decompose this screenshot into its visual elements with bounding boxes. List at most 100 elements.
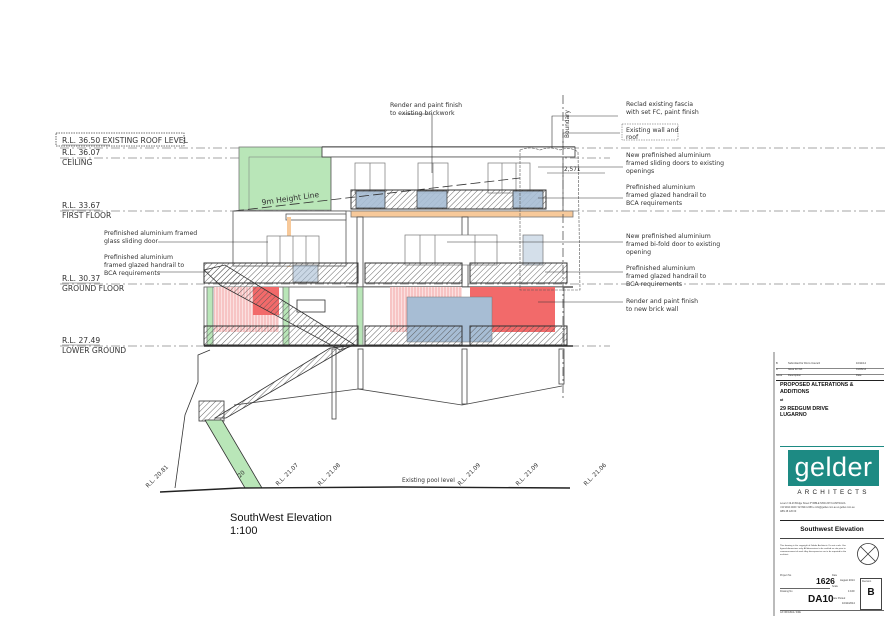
plot-date-value: 10/11/2014: [842, 602, 855, 605]
ground-rl-2: R.L. 21.08: [317, 462, 342, 487]
date-value: August 2014: [840, 579, 855, 582]
note-handrail-first-2: framed glazed handrail to: [626, 192, 706, 199]
level-labels: R.L. 36.50 EXISTING ROOF LEVEL R.L. 36.0…: [55, 132, 189, 355]
note-handrail-left-2: framed glazed handrail to: [104, 262, 184, 269]
note-sliding-2: framed sliding doors to existing: [626, 160, 724, 167]
gelder-logo: gelder: [788, 450, 879, 486]
note-reclad-1: Reclad existing fascia: [626, 101, 693, 108]
revision-box: Revision B: [860, 578, 882, 610]
sheet-title: Southwest Elevation: [800, 526, 864, 533]
lower-ground-balcony: [203, 325, 568, 346]
level-ground-rl: R.L. 30.37: [62, 274, 100, 283]
note-render-existing-2: to existing brickwork: [390, 110, 455, 117]
note-render-existing-1: Render and paint finish: [390, 102, 462, 109]
firm-address-block: Level 2 19-23 Bridge Street PYMBLE NSW 2…: [780, 502, 884, 513]
level-lower-name: LOWER GROUND: [62, 346, 126, 355]
level-lower-rl: R.L. 27.49: [62, 336, 100, 345]
copyright-note: This drawing is the copyright of Gelder …: [780, 545, 847, 556]
project-no: 1626: [816, 576, 835, 586]
level-ceiling-name: CEILING: [62, 158, 92, 167]
note-sliding-3: openings: [626, 168, 654, 175]
first-floor-balcony: [350, 189, 547, 210]
firm-address: Level 2 19-23 Bridge Street PYMBLE NSW 2…: [780, 502, 846, 505]
revision-row: A Issue for DA 01/08/14: [776, 368, 884, 375]
date-label: Date: [832, 574, 838, 577]
note-handrail-first-3: BCA requirements: [626, 200, 682, 207]
plot-date-label: Date Plotted: [832, 597, 846, 600]
scale-label: Scale: [832, 585, 838, 588]
note-glass-sliding-2: glass sliding door: [104, 238, 158, 245]
first-floor-slab: [350, 210, 574, 218]
level-first-name: FIRST FLOOR: [62, 211, 112, 220]
note-handrail-ground-3: BCA requirements: [626, 281, 682, 288]
note-existing-wall-2: roof: [626, 134, 639, 141]
project-info: PROPOSED ALTERATIONS & ADDITIONS at 29 R…: [780, 382, 853, 419]
note-sliding-1: New prefinished aluminium: [626, 152, 711, 159]
boundary-label: Boundary: [565, 110, 571, 138]
rev-desc: Submitted for DA to Council: [788, 362, 820, 365]
drawing-no-label: Drawing No: [780, 590, 793, 593]
north-point-icon: [857, 543, 879, 565]
stair-rl: 20: [237, 470, 247, 480]
project-line-2: ADDITIONS: [780, 388, 810, 395]
annotations: Render and paint finish to existing bric…: [104, 101, 724, 313]
project-line-1: PROPOSED ALTERATIONS &: [780, 382, 854, 388]
title-block: B Submitted for DA to Council 10/11/14 A…: [776, 352, 884, 616]
firm-abn: ABN 48 126 00: [780, 509, 797, 513]
note-bifold-2: framed bi-fold door to existing: [626, 241, 720, 248]
rev-desc: Description: [788, 374, 801, 377]
level-first-rl: R.L. 33.67: [62, 201, 100, 210]
pool-level-label: Existing pool level: [402, 478, 455, 484]
level-roof: R.L. 36.50 EXISTING ROOF LEVEL: [62, 136, 189, 145]
ground-floor-doors: [266, 234, 544, 267]
ground-rl-labels: R.L. 20.81 R.L. 21.07 R.L. 21.08 R.L. 21…: [145, 462, 608, 489]
address-line-1: 29 REDGUM DRIVE: [780, 405, 829, 412]
note-render-new-2: to new brick wall: [626, 306, 679, 313]
leader-lines: [158, 113, 623, 303]
note-handrail-ground-2: framed glazed handrail to: [626, 273, 706, 280]
note-render-new-1: Render and paint finish: [626, 298, 698, 305]
note-handrail-left-3: BCA requirements: [104, 270, 160, 277]
level-ceiling-rl: R.L. 36.07: [62, 148, 100, 157]
note-handrail-left-1: Prefinished aluminium: [104, 254, 173, 261]
rev-desc: Issue for DA: [788, 368, 803, 371]
rev-id: Issue: [776, 374, 783, 377]
note-bifold-1: New prefinished aluminium: [626, 233, 711, 240]
revision-cloud: [519, 147, 581, 291]
drawing-no: DA10: [808, 594, 834, 605]
logo-subtitle: ARCHITECTS: [797, 489, 870, 496]
boundary-line: Boundary: [519, 95, 581, 400]
ground-rl-4: R.L. 21.09: [515, 462, 540, 487]
revision-label: Revision: [862, 580, 872, 583]
project-no-label: Project No: [780, 574, 792, 577]
revision-header: Issue Description Date: [776, 374, 884, 381]
ground-rl-5: R.L. 21.06: [583, 462, 608, 487]
ground-floor-balcony: [203, 262, 568, 284]
note-handrail-ground-1: Prefinished aluminium: [626, 265, 695, 272]
note-glass-sliding-1: Prefinished aluminium framed: [104, 230, 197, 237]
dimension-value: 2,571: [564, 167, 581, 173]
rev-id: B: [776, 362, 778, 365]
ground-rl-3: R.L. 21.09: [457, 462, 482, 487]
building: [159, 146, 576, 493]
firm-contact: t 02 9944 2400 f 02 9944 2466 e info@gel…: [780, 505, 855, 509]
address-line-2: LUGARNO: [780, 412, 807, 418]
scale-value: 1:100: [848, 590, 855, 593]
note-reclad-2: with set FC, paint finish: [626, 109, 699, 116]
ground-rl-0: R.L. 20.81: [145, 464, 170, 489]
ground-rl-1: R.L. 21.07: [275, 462, 300, 487]
rev-id: A: [776, 368, 778, 371]
level-ground-name: GROUND FLOOR: [62, 284, 125, 293]
roof-level-tag: [55, 132, 185, 147]
drawing-title: SouthWest Elevation: [230, 512, 332, 524]
original-size: A3 ORIGINAL SIZE: [780, 611, 801, 614]
first-floor-doors: [354, 162, 531, 194]
revision-value: B: [867, 587, 875, 598]
rev-date: Date: [856, 374, 862, 377]
drawing-scale: 1:100: [230, 525, 258, 537]
dimension-2571: 2,571: [547, 167, 605, 174]
note-existing-wall-1: Existing wall and: [626, 127, 678, 134]
revision-row: B Submitted for DA to Council 10/11/14: [776, 362, 884, 369]
note-handrail-first-1: Prefinished aluminium: [626, 184, 695, 191]
